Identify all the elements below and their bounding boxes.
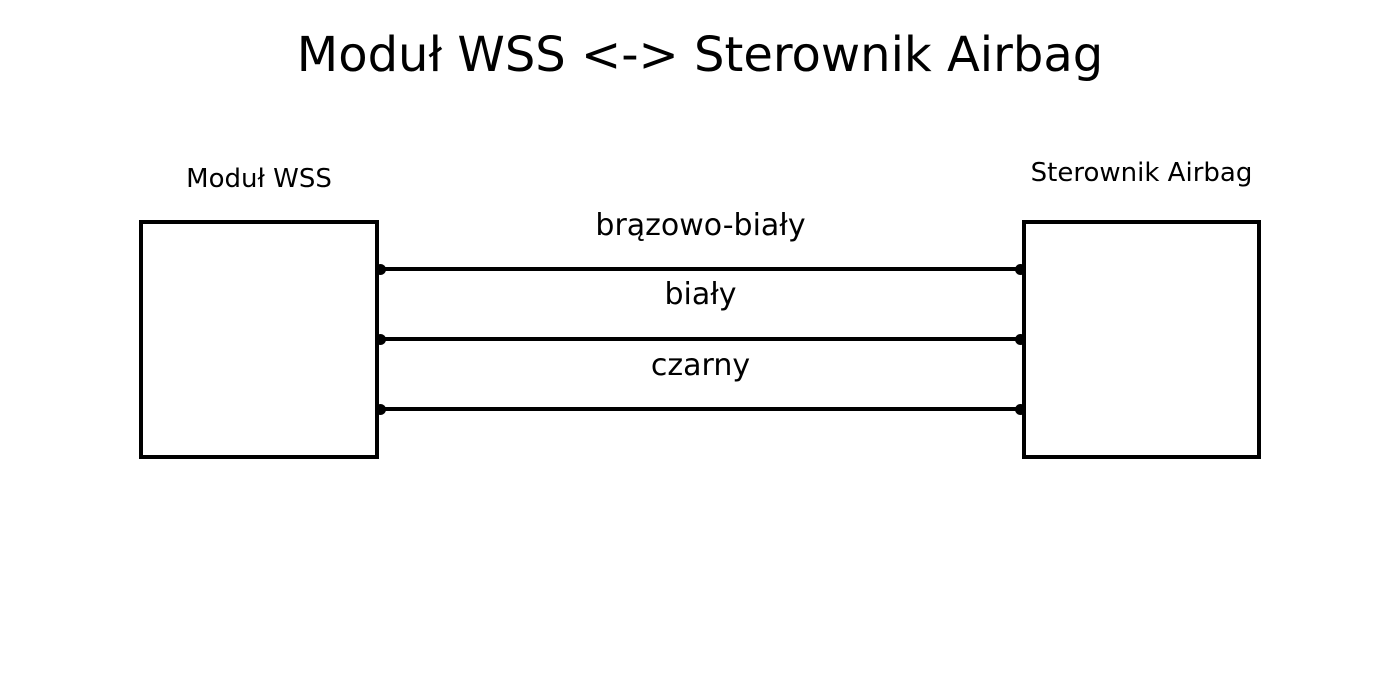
wire-line xyxy=(379,267,1022,271)
wire-label: czarny xyxy=(650,348,751,383)
right-box xyxy=(1022,220,1261,459)
wire-label: brązowo-biały xyxy=(595,208,806,243)
wire-endpoint-dot xyxy=(374,333,386,345)
wire-line xyxy=(379,407,1022,411)
left-box xyxy=(139,220,379,459)
wire-label: biały xyxy=(664,277,737,312)
wire-line xyxy=(379,337,1022,341)
right-box-label: Sterownik Airbag xyxy=(1030,158,1253,188)
wire-endpoint-dot xyxy=(1015,333,1026,345)
left-box-label: Moduł WSS xyxy=(186,164,332,194)
diagram-title: Moduł WSS <-> Sterownik Airbag xyxy=(296,27,1104,83)
wire-endpoint-dot xyxy=(1015,403,1026,415)
wire-endpoint-dot xyxy=(374,263,386,275)
wire-endpoint-dot xyxy=(1015,263,1026,275)
wire-endpoint-dot xyxy=(374,403,386,415)
